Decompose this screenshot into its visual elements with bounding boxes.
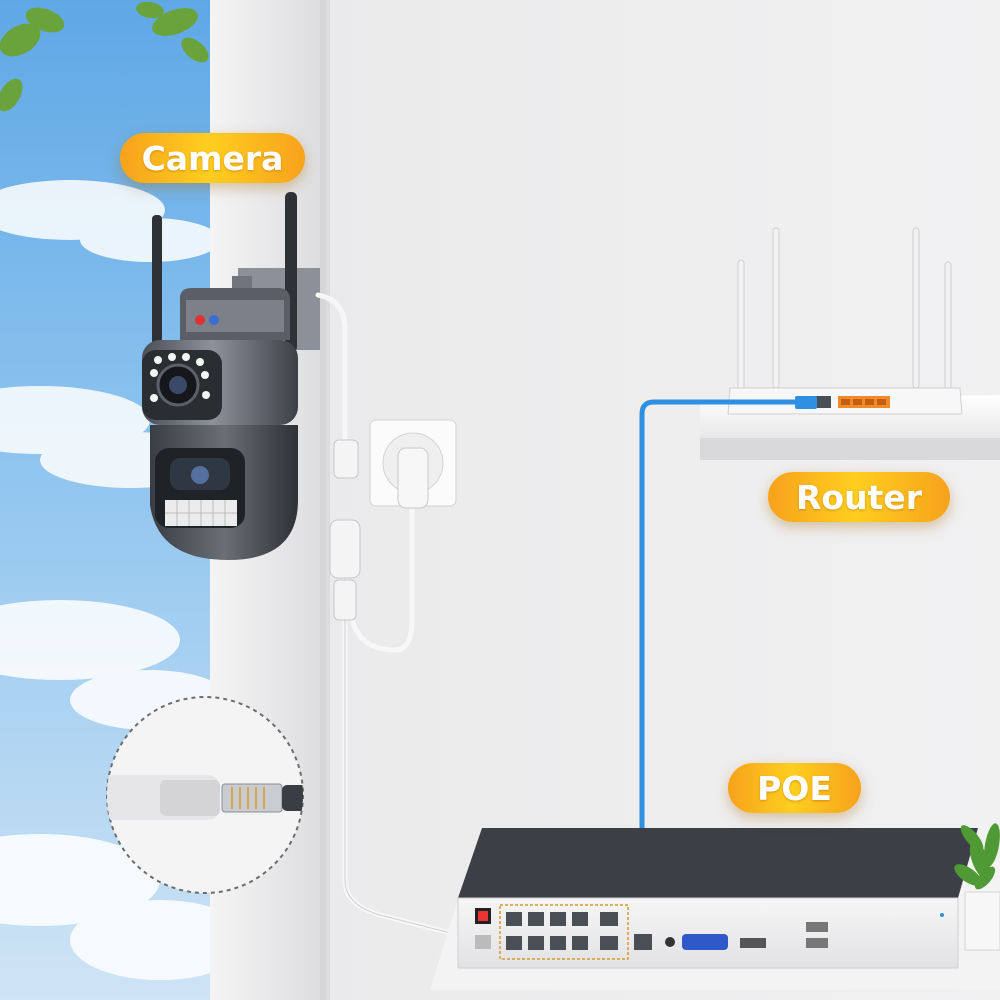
camera-label: Camera: [120, 133, 305, 183]
router-label: Router: [768, 472, 950, 522]
poe-label: POE: [728, 763, 861, 813]
plant-icon: [954, 823, 1000, 951]
camera-cable-outline: [344, 560, 471, 939]
router-icon: [727, 227, 963, 415]
rj45-connector-icon: [329, 439, 361, 621]
power-socket-icon: [369, 419, 457, 509]
network-cable: [639, 399, 815, 890]
camera-icon: [142, 192, 298, 560]
connector-zoom: [106, 696, 304, 894]
tree-leaves: [0, 1, 209, 112]
nvr-poe-recorder-icon: [457, 828, 978, 969]
